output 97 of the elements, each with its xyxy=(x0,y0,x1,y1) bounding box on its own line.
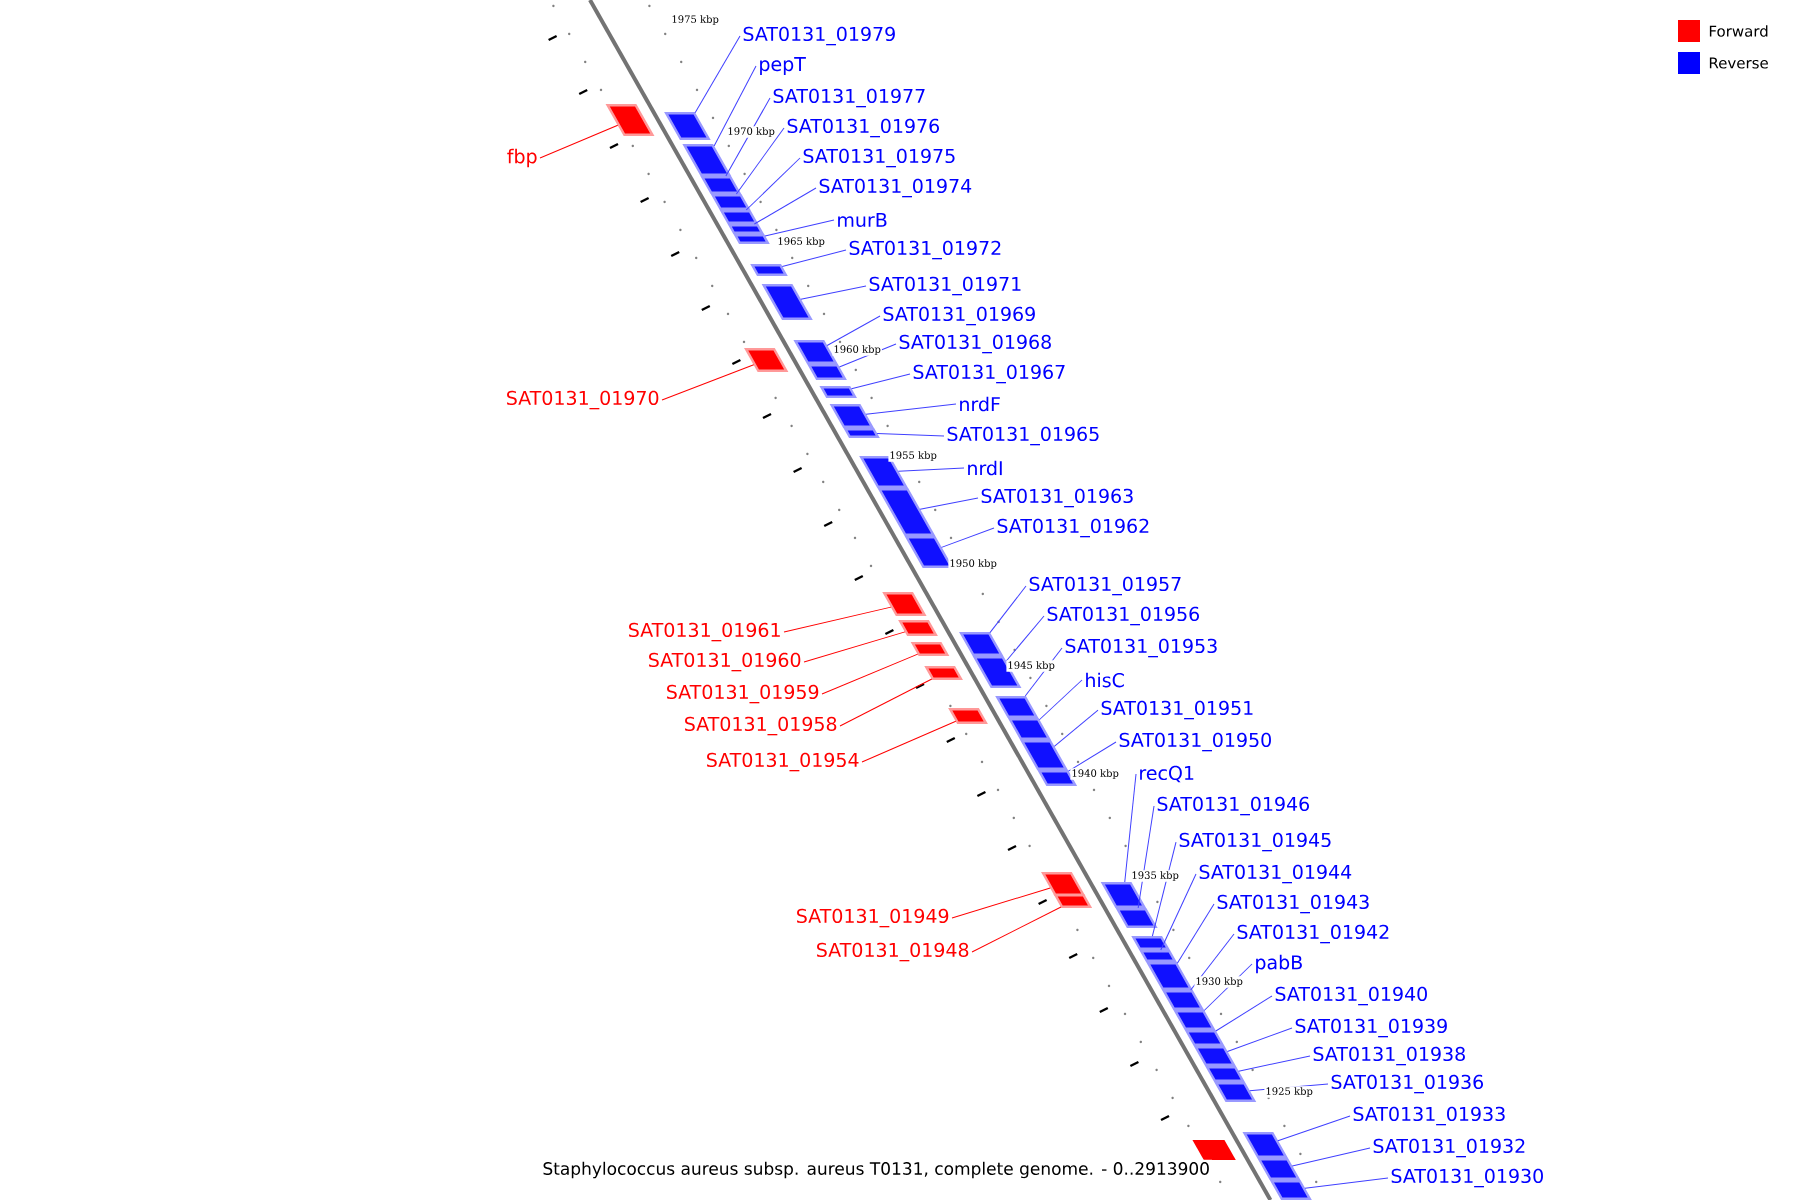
gene-label: SAT0131_01940 xyxy=(1275,986,1427,1006)
gene-block xyxy=(948,708,988,724)
gene-block xyxy=(819,386,857,398)
leader-line xyxy=(1291,1147,1371,1167)
leader-line xyxy=(1277,1115,1351,1142)
leader-line xyxy=(821,653,919,695)
gene-label: SAT0131_01954 xyxy=(707,752,859,772)
gene-label: hisC xyxy=(1086,672,1124,688)
gene-label: SAT0131_01942 xyxy=(1237,924,1389,944)
gene-label: SAT0131_01968 xyxy=(899,334,1051,354)
leader-line xyxy=(826,315,881,347)
leader-line xyxy=(1215,995,1273,1032)
leader-line xyxy=(876,433,945,437)
leader-line xyxy=(800,285,867,300)
leader-line xyxy=(1151,841,1177,937)
leader-line xyxy=(781,249,847,268)
gene-label: SAT0131_01976 xyxy=(787,118,939,138)
leader-line xyxy=(951,887,1051,919)
leader-line xyxy=(745,157,801,211)
gene-label: SAT0131_01943 xyxy=(1217,894,1369,914)
leader-line xyxy=(1160,873,1197,951)
gene-label: SAT0131_01956 xyxy=(1047,606,1199,626)
leader-line xyxy=(851,373,911,390)
leader-line xyxy=(764,219,835,237)
leader-line xyxy=(694,35,741,114)
leader-line xyxy=(971,906,1062,953)
leader-line xyxy=(865,403,957,415)
gene-label: SAT0131_01950 xyxy=(1119,732,1271,752)
gene-label: nrdI xyxy=(968,460,1002,476)
gene-label: SAT0131_01953 xyxy=(1065,638,1217,658)
caption: Staphylococcus aureus subsp. aureus T0131, complete genome. - 0..2913900 xyxy=(540,1159,1212,1181)
gene-label: SAT0131_01971 xyxy=(869,276,1021,296)
leader-line xyxy=(1053,709,1099,747)
gene-block xyxy=(727,224,764,234)
leader-line xyxy=(1238,1055,1311,1072)
gene-block xyxy=(807,364,847,380)
gene-label: SAT0131_01957 xyxy=(1029,576,1181,596)
gene-label: SAT0131_01963 xyxy=(981,488,1133,508)
gene-label: SAT0131_01972 xyxy=(849,240,1001,260)
gene-label: SAT0131_01930 xyxy=(1391,1168,1543,1188)
gene-label: SAT0131_01933 xyxy=(1353,1106,1505,1126)
leader-line xyxy=(713,65,757,147)
leader-line xyxy=(661,364,755,401)
gene-block xyxy=(1242,1132,1288,1158)
gene-label: SAT0131_01951 xyxy=(1101,700,1253,720)
leader-line xyxy=(861,720,957,763)
gene-label: SAT0131_01960 xyxy=(649,652,801,672)
gene-label: SAT0131_01932 xyxy=(1373,1138,1525,1158)
leader-line xyxy=(735,127,785,195)
gene-label: SAT0131_01962 xyxy=(997,518,1149,538)
gene-label: nrdF xyxy=(960,396,1000,412)
leader-line xyxy=(1137,805,1155,909)
gene-label: pepT xyxy=(760,57,806,75)
leader-line xyxy=(1124,773,1137,883)
leader-line xyxy=(725,97,771,177)
leader-line xyxy=(1068,741,1117,772)
gene-label: SAT0131_01975 xyxy=(803,148,955,168)
leader-line xyxy=(897,467,965,472)
leader-line xyxy=(1176,903,1215,964)
gene-label: SAT0131_01946 xyxy=(1157,796,1309,816)
gene-label: SAT0131_01959 xyxy=(667,684,819,704)
gene-label: SAT0131_01969 xyxy=(883,306,1035,326)
gene-label: murB xyxy=(838,212,887,228)
leader-line xyxy=(1226,1027,1293,1052)
gene-label: SAT0131_01974 xyxy=(819,178,972,198)
leader-line xyxy=(803,631,906,663)
gene-label: SAT0131_01970 xyxy=(507,390,659,410)
gene-label: SAT0131_01949 xyxy=(797,908,949,928)
gene-label: fbp xyxy=(507,148,537,168)
gene-label: SAT0131_01938 xyxy=(1313,1046,1465,1066)
leader-line xyxy=(941,527,995,548)
gene-label: SAT0131_01977 xyxy=(773,88,925,108)
gene-block xyxy=(1131,936,1170,951)
gene-label: SAT0131_01936 xyxy=(1331,1074,1483,1094)
leader-line xyxy=(783,606,892,633)
gene-label: SAT0131_01967 xyxy=(913,364,1065,384)
leader-line xyxy=(839,678,933,727)
leader-line xyxy=(753,187,817,225)
leader-line xyxy=(539,124,619,159)
gene-block xyxy=(1205,1066,1245,1082)
leader-line xyxy=(1005,615,1045,662)
leader-line xyxy=(919,497,979,510)
gene-label: SAT0131_01948 xyxy=(817,942,969,962)
gene-label: SAT0131_01958 xyxy=(685,716,837,736)
gene-label: recQ1 xyxy=(1140,765,1194,783)
gene-block xyxy=(898,620,938,636)
leader-line xyxy=(1304,1177,1389,1189)
gene-block xyxy=(924,666,963,680)
leader-line xyxy=(1038,679,1083,721)
gene-label: SAT0131_01945 xyxy=(1179,832,1331,852)
gene-label: pabB xyxy=(1256,954,1302,974)
leader-line xyxy=(989,585,1027,634)
gene-label: SAT0131_01939 xyxy=(1295,1018,1447,1038)
gene-label: SAT0131_01979 xyxy=(743,26,895,46)
gene-label: SAT0131_01944 xyxy=(1199,864,1352,884)
gene-label: SAT0131_01965 xyxy=(947,426,1099,446)
gene-label: SAT0131_01961 xyxy=(629,622,780,642)
